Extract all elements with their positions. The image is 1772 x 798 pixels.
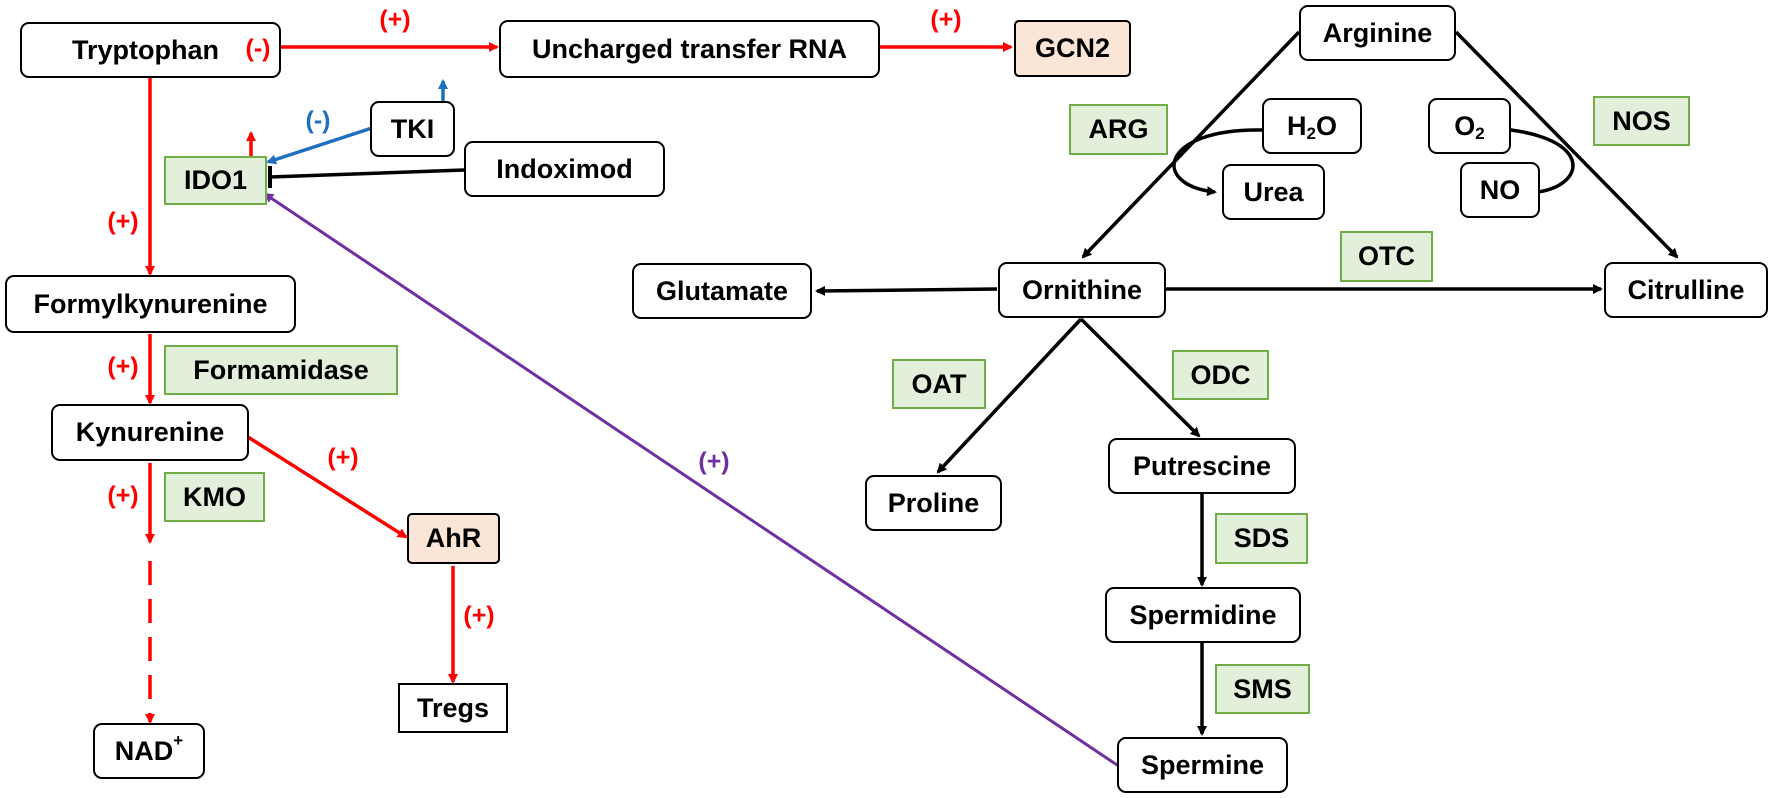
edge-kynurenine-to-ahr: [247, 435, 408, 539]
label-trp-to-formylkyn: (+): [107, 207, 139, 236]
edge-ornithine-to-putrescine: [1079, 317, 1201, 438]
enzyme-odc: ODC: [1172, 350, 1269, 400]
enzyme-otc: OTC: [1340, 231, 1433, 282]
enzyme-sms: SMS: [1215, 664, 1310, 714]
enzyme-nos: NOS: [1593, 96, 1690, 146]
node-gcn2: GCN2: [1014, 20, 1131, 77]
edge-tki-to-ido1: [266, 126, 373, 165]
enzyme-oat: OAT: [892, 359, 986, 409]
node-ornithine: Ornithine: [998, 262, 1166, 318]
enzyme-ido1: IDO1: [164, 156, 267, 205]
label-tryptophan-minus: (-): [245, 34, 271, 63]
node-proline: Proline: [865, 475, 1002, 531]
node-spermine: Spermine: [1117, 737, 1288, 793]
enzyme-formamidase: Formamidase: [164, 345, 398, 395]
edge-indoximod-inhibits-ido1: [269, 168, 465, 179]
edge-water-to-urea: [1172, 128, 1263, 197]
node-urea: Urea: [1222, 164, 1325, 220]
enzyme-sds: SDS: [1215, 513, 1308, 564]
label-kyn-to-ahr: (+): [327, 443, 359, 472]
enzyme-kmo: KMO: [164, 472, 265, 522]
node-no: NO: [1460, 162, 1540, 218]
node-tki: TKI: [370, 101, 455, 157]
node-citrulline: Citrulline: [1604, 262, 1768, 318]
label-ahr-to-tregs: (+): [463, 601, 495, 630]
edge-ornithine-to-proline: [936, 317, 1083, 474]
label-trna-to-gcn2: (+): [930, 5, 962, 34]
edge-spermine-to-ido1: [263, 192, 1121, 769]
edge-arginine-to-citrulline: [1454, 30, 1679, 259]
edge-ornithine-to-glutamate: [815, 285, 998, 296]
node-tregs: Tregs: [398, 683, 508, 733]
node-spermidine: Spermidine: [1105, 587, 1301, 643]
label-trp-to-trna: (+): [379, 5, 411, 34]
node-ahr: AhR: [407, 513, 500, 564]
label-kyn-to-nad: (+): [107, 481, 139, 510]
node-glutamate: Glutamate: [632, 263, 812, 319]
node-indoximod: Indoximod: [464, 141, 665, 197]
node-arginine: Arginine: [1299, 5, 1456, 61]
node-kynurenine: Kynurenine: [51, 404, 249, 461]
label-spermine-to-ido1: (+): [698, 447, 730, 476]
enzyme-arg: ARG: [1069, 104, 1168, 155]
label-formylkyn-to-kyn: (+): [107, 352, 139, 381]
node-tryptophan: Tryptophan: [20, 22, 281, 78]
label-tki-to-ido1: (-): [305, 106, 331, 135]
node-formylkynurenine: Formylkynurenine: [5, 275, 296, 333]
node-nad: NAD+: [93, 723, 205, 779]
node-putrescine: Putrescine: [1108, 438, 1296, 494]
node-uncharged-trna: Uncharged transfer RNA: [499, 20, 880, 78]
